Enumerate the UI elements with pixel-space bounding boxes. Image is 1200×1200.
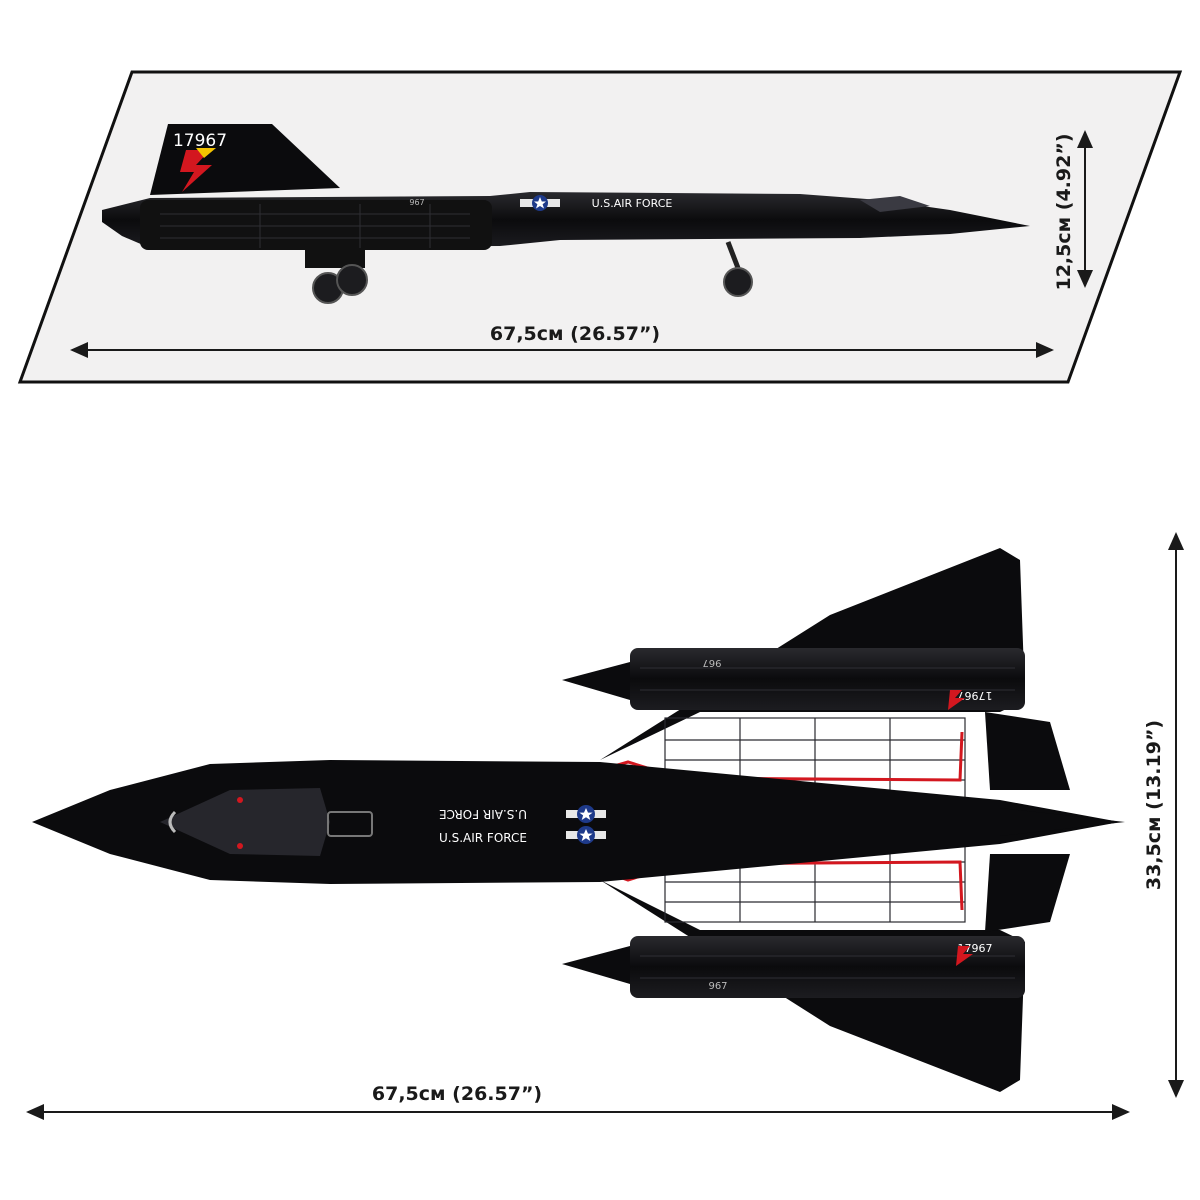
stabilizer-upper: [985, 712, 1070, 790]
tail-number-upper: 17967: [958, 689, 993, 702]
wing-marking-lower: U.S.AIR FORCE: [439, 831, 527, 845]
stabilizer-lower: [985, 854, 1070, 932]
side-view-aircraft: 17967 U.S.AIR FORCE 967: [102, 124, 1030, 304]
serial-code: 967: [409, 198, 424, 207]
engine-nacelle: [140, 200, 492, 250]
top-width-label: 67,5см (26.57”): [372, 1083, 542, 1105]
nose-landing-gear: [723, 241, 753, 297]
side-view-panel: 17967 U.S.AIR FORCE 967 67,5см (26.57”) …: [17, 70, 1183, 384]
tail-number-lower: 17967: [958, 942, 993, 955]
cockpit-area: [160, 788, 330, 856]
engine-nacelle-lower: [562, 936, 1025, 998]
usaf-roundel-icon-upper: [566, 805, 606, 823]
tail-number: 17967: [173, 131, 227, 151]
main-landing-gear: [305, 248, 368, 304]
engine-nacelle-upper: [562, 648, 1025, 710]
wing-marking-upper: U.S.AIR FORCE: [439, 807, 527, 821]
usaf-roundel-icon: [520, 195, 560, 211]
lightning-emblem-icon-lower: [956, 946, 973, 966]
tail-cone: [1000, 808, 1125, 836]
top-height-label: 33,5см (13.19”): [1143, 720, 1165, 890]
lightning-emblem-icon-upper: [948, 690, 965, 710]
cockpit-canopy: [860, 196, 930, 212]
top-view-aircraft: U.S.AIR FORCE U.S.AIR FORCE 967 967 1796…: [32, 548, 1125, 1092]
side-width-label: 67,5см (26.57”): [490, 323, 660, 345]
lightning-emblem-icon: [180, 150, 212, 192]
usaf-roundel-icon-lower: [566, 826, 606, 844]
nacelle-code-lower: 967: [708, 981, 727, 992]
nacelle-code-upper: 967: [702, 657, 721, 668]
fuselage-marking: U.S.AIR FORCE: [592, 197, 673, 210]
side-height-label: 12,5см (4.92”): [1053, 133, 1075, 290]
